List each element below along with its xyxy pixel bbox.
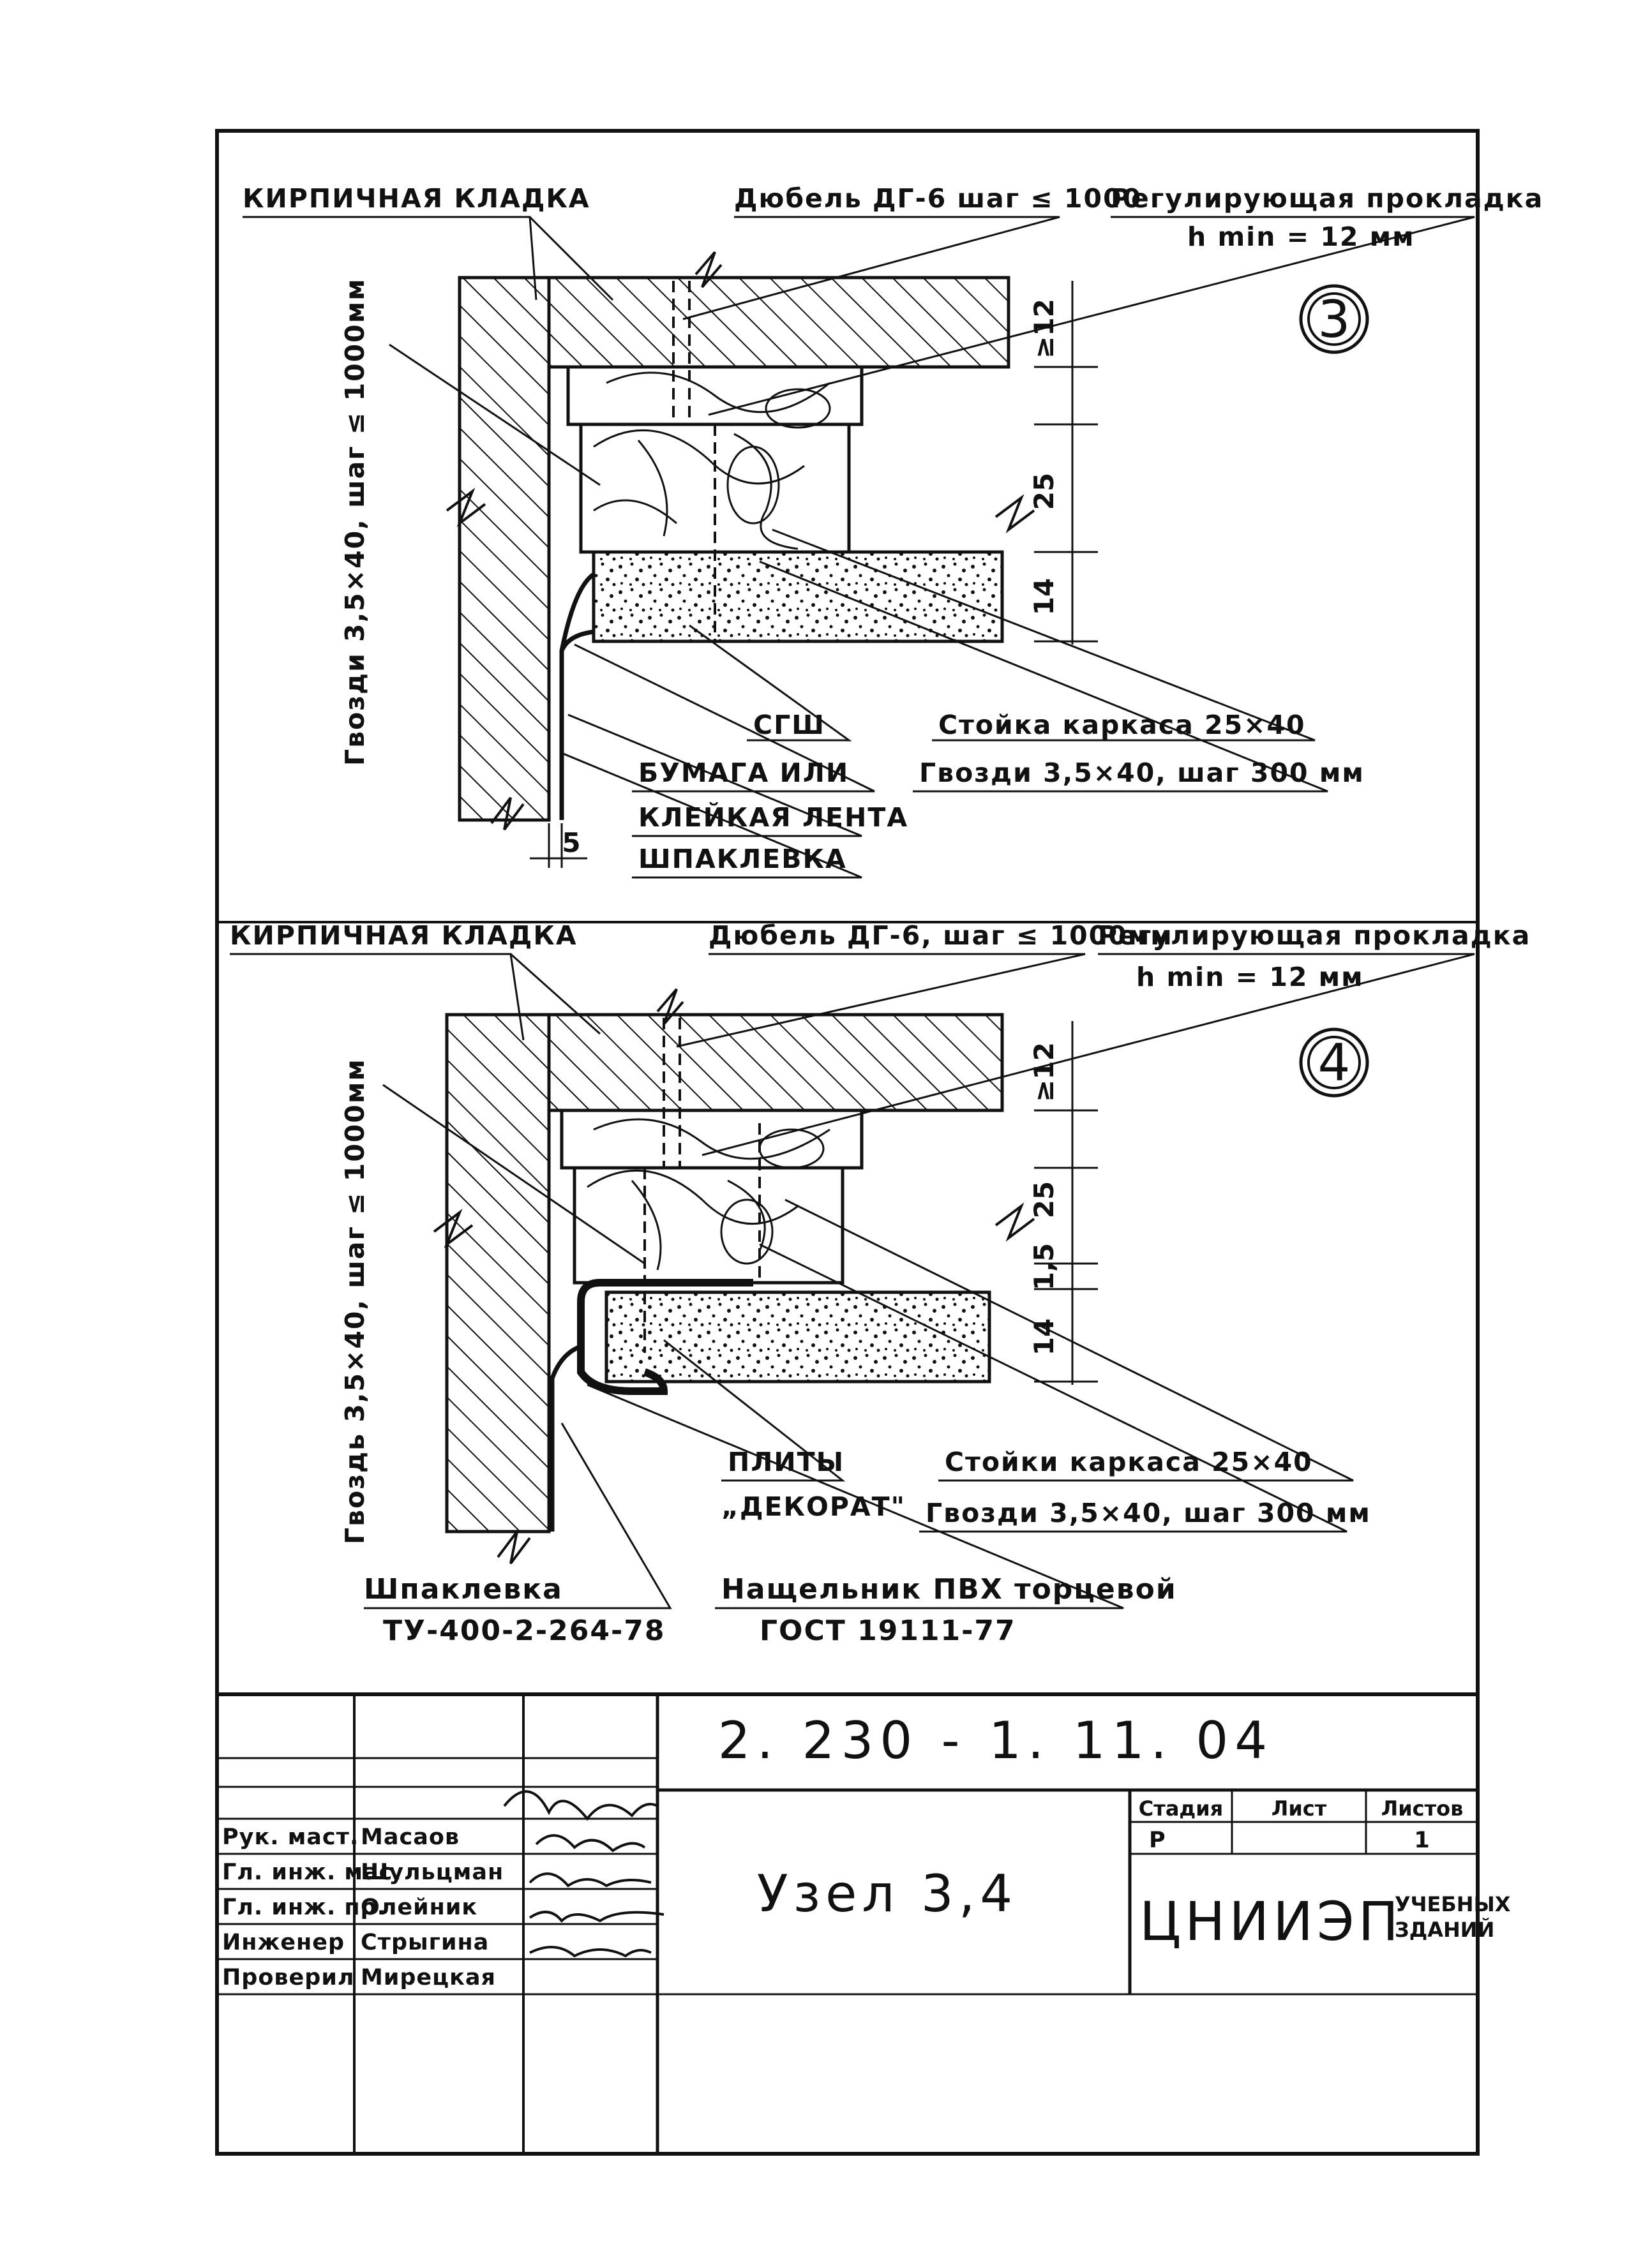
label-nail-vertical-4: Гвоздь 3,5×40, шаг ≤ 1000мм [340,1058,370,1544]
stage-header: Стадия [1139,1796,1223,1821]
name-5: Мирецкая [361,1965,496,1990]
sheet-header: Лист [1272,1796,1327,1821]
putty-4 [550,1344,582,1532]
stage-value: Р [1149,1828,1166,1853]
dim-trim-4: 1,5 [1028,1243,1060,1290]
node-4-number: 4 [1318,1033,1351,1093]
sheets-value: 1 [1414,1828,1430,1853]
masonry-top-3 [547,276,1010,369]
paper-tape-3 [559,572,596,820]
label-masonry-4: КИРПИЧНАЯ КЛАДКА [230,920,578,951]
sheet-frame [215,129,1480,2156]
role-5: Проверил [222,1965,355,1990]
dim-slab-4: 14 [1028,1318,1060,1355]
label-plates-4a: ПЛИТЫ [728,1447,844,1477]
wood-grain-3 [593,371,831,550]
node-4-detail: ≥12 25 1,5 14 4 КИРПИЧНАЯ КЛАДКА Дюбель … [230,920,1531,1647]
role-2: Гл. инж. мас. [222,1860,402,1885]
dim-offset-3: 5 [562,827,580,858]
node-3-number: 3 [1318,290,1351,349]
break-mark-4b [994,1202,1035,1242]
masonry-wall-4 [445,1013,551,1533]
node-3-detail: ≥12 25 14 5 3 КИРПИЧНАЯ КЛАДКА [243,183,1543,879]
node-3-circle [1299,284,1369,354]
name-4: Стрыгина [361,1930,489,1955]
label-plates-4b: „ДЕКОРАТ" [721,1491,906,1522]
label-nails-3: Гвозди 3,5×40, шаг 300 мм [919,757,1365,788]
label-putty-tu-4: ТУ-400-2-264-78 [383,1615,666,1647]
name-3: Олейник [361,1895,477,1920]
node-4-circle-inner [1307,1036,1361,1089]
break-mark-3d [490,796,525,831]
label-shim-3: Регулирующая прокладка [1111,183,1543,214]
dim-post-3: 25 [1028,473,1060,510]
label-shim-h-3: h min = 12 мм [1187,221,1415,252]
masonry-wall-3 [458,276,551,822]
node-3-circle-inner [1307,292,1361,346]
role-4: Инженер [222,1930,345,1955]
label-paper-3a: БУМАГА ИЛИ [638,757,849,788]
leaders-4 [230,953,1475,1609]
name-2: Шульцман [361,1860,504,1885]
label-post-3: Стойка каркаса 25×40 [938,710,1306,740]
break-mark-3a [694,251,723,288]
sheets-header: Листов [1381,1796,1464,1821]
shim-4 [560,1108,864,1170]
label-putty-4: Шпаклевка [364,1573,563,1606]
label-trim-gost-4: ГОСТ 19111-77 [760,1615,1016,1647]
label-nails-4: Гвозди 3,5×40, шаг 300 мм [926,1498,1371,1528]
wood-grain-4 [587,1118,830,1271]
label-putty-3: ШПАКЛЕВКА [638,844,847,874]
dim-post-4: 25 [1028,1181,1060,1218]
dim-offset-3-lines [530,823,587,868]
dimension-chain-3 [1034,281,1098,645]
title-block [217,1692,1478,2154]
dim-gap-4: ≥12 [1028,1042,1060,1102]
break-mark-3b [994,494,1035,533]
break-mark-4d [497,1530,531,1565]
label-posts-4: Стойки каркаса 25×40 [945,1447,1313,1477]
masonry-top-4 [547,1013,1004,1112]
dim-slab-3: 14 [1028,578,1060,615]
label-paper-3b: КЛЕЙКАЯ ЛЕНТА [638,802,908,833]
label-dowel-4: Дюбель ДГ-6, шаг ≤ 1000мм [709,920,1173,951]
break-mark-3c [446,488,486,527]
label-nails-vertical-3: Гвозди 3,5×40, шаг ≤ 1000мм [340,278,370,766]
role-3: Гл. инж. пр. [222,1895,386,1920]
sgsh-slab-3 [592,550,1004,643]
dimension-chain-4 [1034,1021,1098,1385]
leaders-3 [243,216,1475,879]
dekorat-slab-4 [604,1290,991,1384]
label-trim-4: Нащельник ПВХ торцевой [721,1573,1177,1606]
break-mark-4a [656,988,684,1026]
name-1: Масаов [361,1824,460,1850]
signatures [503,1790,664,1958]
org-sub-2: ЗДАНИЙ [1395,1918,1494,1942]
role-1: Рук. маст. [222,1824,359,1850]
org-sub-1: УЧЕБНЫХ [1395,1892,1511,1916]
drawing-title: Узел 3,4 [757,1864,1017,1923]
label-dowel-3: Дюбель ДГ-6 шаг ≤ 1000 [734,183,1142,214]
break-mark-4c [433,1209,474,1248]
label-shim-4: Регулирующая прокладка [1098,920,1531,951]
org-name: ЦНИИЭП [1139,1890,1402,1953]
drawing-code: 2. 230 - 1. 11. 04 [718,1711,1273,1770]
label-masonry-3: КИРПИЧНАЯ КЛАДКА [243,183,590,214]
label-sgsh-3: СГШ [753,710,825,740]
label-shim-h-4: h min = 12 мм [1136,962,1364,992]
node-4-circle [1299,1027,1369,1098]
